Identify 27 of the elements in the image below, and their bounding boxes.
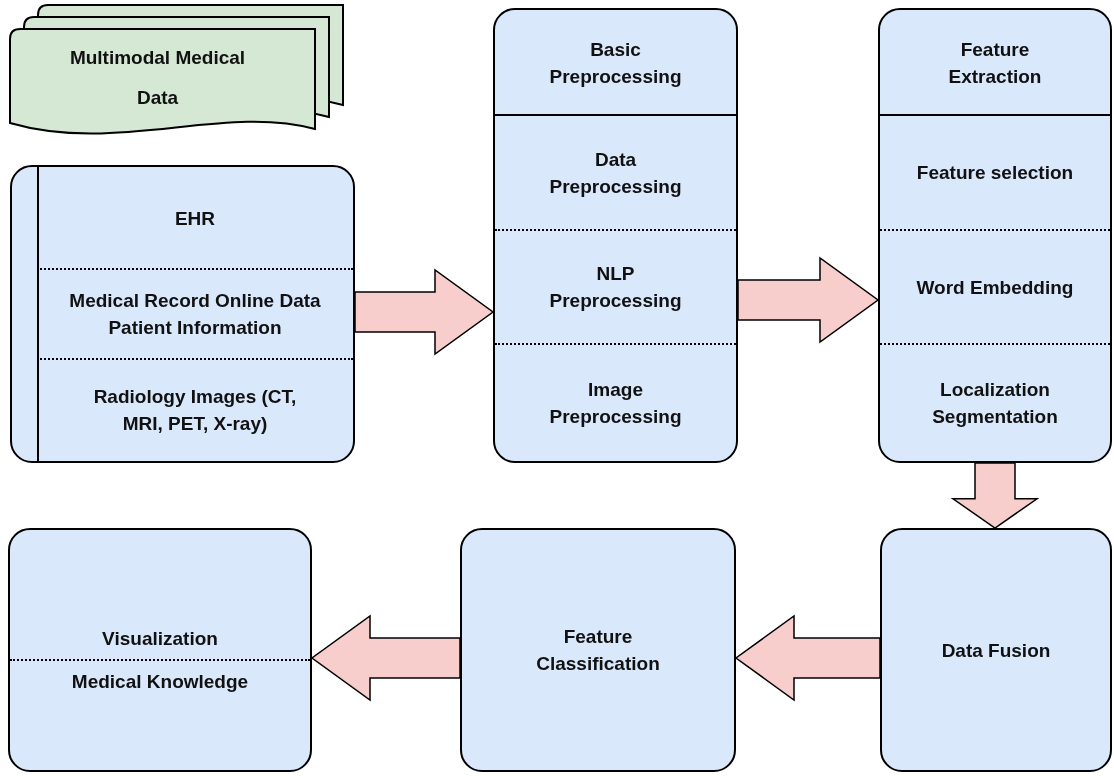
node-label: Multimodal Medical Data bbox=[68, 46, 247, 110]
node-label: Visualization bbox=[102, 627, 218, 651]
node-label: Image Preprocessing bbox=[548, 377, 683, 429]
process-box bbox=[10, 165, 355, 463]
block-arrow bbox=[354, 268, 495, 356]
block-arrow bbox=[950, 462, 1040, 529]
node-label: Feature Classification bbox=[535, 625, 661, 676]
block-arrow bbox=[737, 256, 880, 344]
node-label: Radiology Images (CT, MRI, PET, X-ray) bbox=[92, 385, 298, 436]
node-label: Localization Segmentation bbox=[931, 377, 1059, 429]
block-arrow bbox=[734, 614, 881, 702]
process-box bbox=[493, 8, 738, 463]
node-label: Basic Preprocessing bbox=[548, 37, 683, 89]
node-label: Data Fusion bbox=[941, 638, 1051, 663]
node-label: Medical Knowledge bbox=[71, 670, 249, 694]
node-label: EHR bbox=[174, 206, 216, 231]
block-arrow bbox=[310, 614, 461, 702]
node-label: Word Embedding bbox=[916, 275, 1074, 300]
node-label: Data Preprocessing bbox=[548, 147, 683, 199]
node-label: Medical Record Online Data Patient Information bbox=[68, 289, 322, 340]
process-box bbox=[8, 528, 312, 772]
node-label: NLP Preprocessing bbox=[548, 262, 683, 313]
process-box bbox=[880, 528, 1112, 772]
node-label: Feature Extraction bbox=[947, 37, 1043, 89]
process-box bbox=[460, 528, 736, 772]
node-label: Feature selection bbox=[916, 161, 1074, 185]
process-box bbox=[878, 8, 1112, 463]
